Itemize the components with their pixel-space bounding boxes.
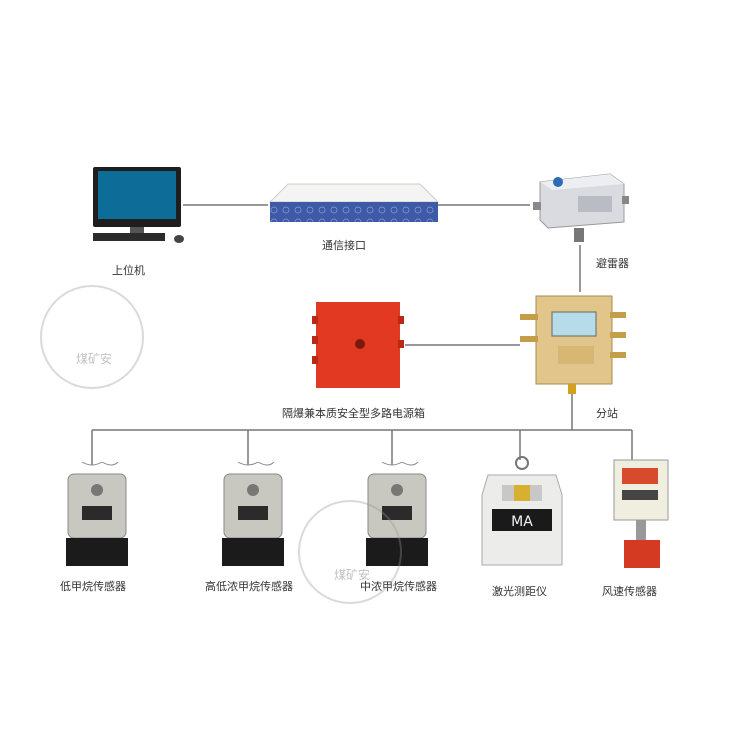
sensor-icon	[66, 461, 128, 566]
power-box-device	[308, 296, 408, 396]
sensor-icon	[222, 461, 284, 566]
methane-sensor-1	[62, 461, 132, 570]
laser-detector-label: 激光测距仪	[492, 585, 547, 598]
watermark-logo-1	[40, 285, 144, 389]
wind-speed-sensor-device	[610, 458, 672, 573]
sensor-2-label: 高低浓甲烷传感器	[205, 580, 293, 593]
comm-interface-device	[268, 180, 440, 228]
laser-tag-text: MA	[511, 514, 533, 530]
laser-detector-device: MA	[478, 455, 566, 573]
substation-box-icon	[520, 295, 626, 394]
power-box-label: 隔爆兼本质安全型多路电源箱	[282, 407, 425, 420]
wind-sensor-icon	[613, 459, 669, 568]
wind-speed-sensor-label: 风速传感器	[602, 585, 657, 598]
lightning-arrester-device	[530, 160, 630, 250]
watermark-text-1: 煤矿安	[76, 352, 113, 366]
watermark-logo-2	[298, 500, 402, 604]
interface-box-icon	[268, 183, 440, 222]
host-computer-label: 上位机	[112, 264, 145, 277]
arrester-box-icon	[533, 173, 629, 242]
substation-label: 分站	[596, 407, 618, 420]
watermark-text-2: 煤矿安	[334, 568, 371, 582]
lightning-arrester-label: 避雷器	[596, 257, 629, 270]
laser-detector-icon: MA	[481, 456, 563, 566]
substation-device	[518, 290, 628, 395]
computer-icon	[93, 167, 184, 243]
host-computer	[88, 165, 188, 250]
sensor-1-label: 低甲烷传感器	[60, 580, 126, 593]
comm-interface-label: 通信接口	[322, 239, 366, 252]
power-box-icon	[312, 302, 404, 388]
methane-sensor-2	[218, 461, 288, 570]
